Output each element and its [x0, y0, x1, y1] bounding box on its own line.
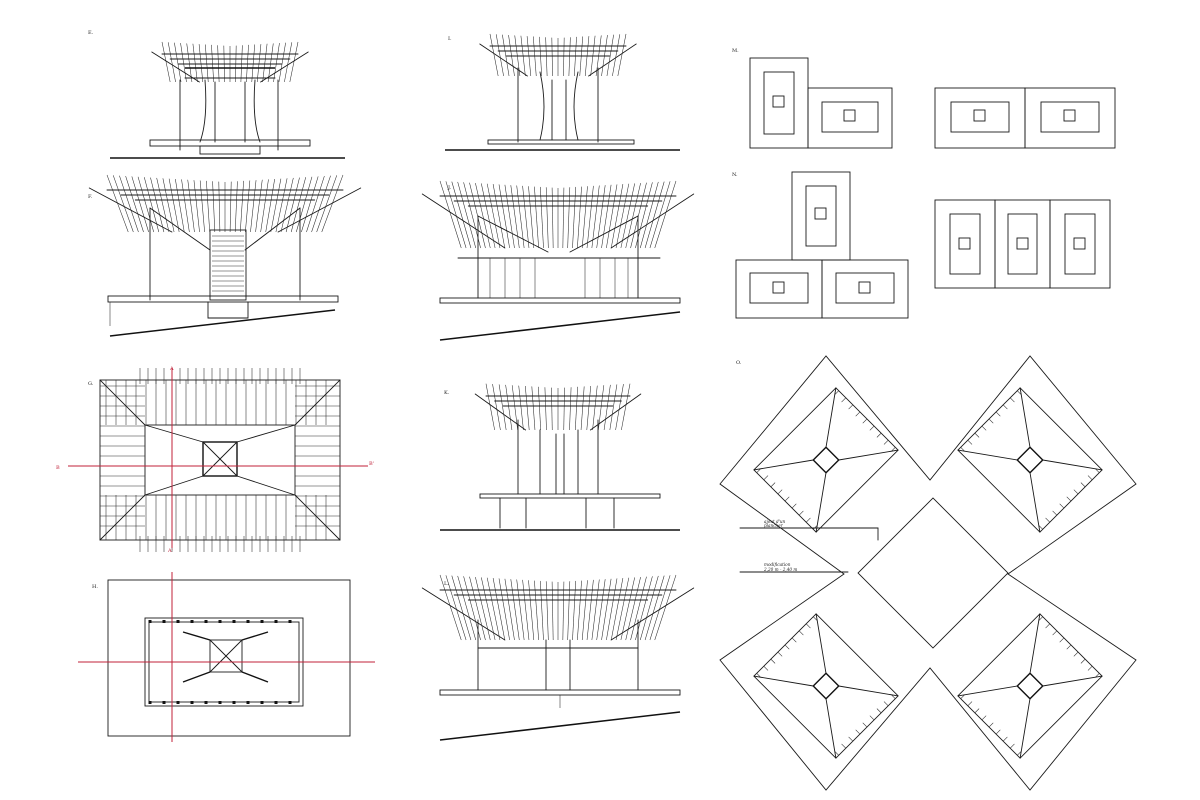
rafter-fan [151, 41, 309, 83]
annotation-note-1a: ajout d'un [764, 519, 786, 524]
panel-label-e: E. [88, 30, 94, 36]
module-vertical [934, 199, 996, 289]
annotation-note-1b: plancher [764, 523, 784, 528]
stair [212, 235, 244, 292]
umbrella-unit [753, 387, 899, 533]
module-vertical [994, 199, 1051, 289]
module-horizontal [735, 259, 823, 319]
panel-e-elevation: E. [88, 30, 345, 159]
panel-f-section: F. [88, 174, 362, 337]
module-vertical [791, 171, 851, 261]
module-horizontal [821, 259, 909, 319]
module-vertical [1049, 199, 1111, 289]
rafter-grid [100, 368, 340, 552]
panel-label-l: L. [444, 581, 449, 587]
cross-outline [719, 355, 1137, 791]
panel-n-combination-plans: N. [732, 171, 1111, 319]
module-vertical [749, 57, 809, 149]
rafter-fan [474, 383, 642, 431]
glazing-mullions [489, 258, 629, 298]
panel-l-section: L. [421, 574, 695, 741]
umbrella-unit [957, 613, 1103, 759]
rafter-fan [479, 33, 637, 77]
panel-label-f: F. [88, 194, 93, 200]
panel-label-h: H. [92, 584, 98, 590]
annotation-note-2b: 2,20 m - 2,40 m [763, 567, 797, 572]
module-horizontal [934, 87, 1026, 149]
panel-label-m: M. [732, 48, 739, 54]
panel-i-elevation: I. [445, 33, 680, 151]
panel-label-g: G. [88, 381, 94, 387]
section-mark-a-prime: A' [167, 548, 173, 554]
rafter-fan [88, 174, 362, 233]
panel-o-cross-plan: O. ajout d'un plancher modification 2,20… [719, 355, 1137, 791]
panel-g-roof-plan: G. A A' B B' [56, 366, 374, 554]
section-mark-b: B [56, 465, 60, 471]
central-square [857, 497, 1009, 649]
module-horizontal [807, 87, 893, 149]
rafter-fan [421, 574, 695, 641]
rafter-fan [421, 180, 695, 249]
section-mark-a: A [169, 366, 174, 372]
panel-j-section: J. [421, 180, 695, 341]
post-row [148, 620, 292, 704]
panel-label-j: J. [447, 185, 452, 191]
panel-m-combination-plans: M. [732, 48, 1116, 149]
module-horizontal [1024, 87, 1116, 149]
panel-k-elevation: K. [440, 383, 680, 531]
panel-label-o: O. [736, 360, 742, 366]
umbrella-units [753, 387, 1103, 759]
panel-label-k: K. [444, 390, 450, 396]
panel-label-n: N. [732, 172, 738, 178]
annotation-note-2a: modification [764, 562, 791, 567]
umbrella-unit [753, 613, 899, 759]
panel-label-i: I. [448, 36, 452, 42]
section-mark-b-prime: B' [369, 461, 374, 467]
panel-h-ground-plan: H. [78, 572, 375, 742]
umbrella-unit [957, 387, 1103, 533]
